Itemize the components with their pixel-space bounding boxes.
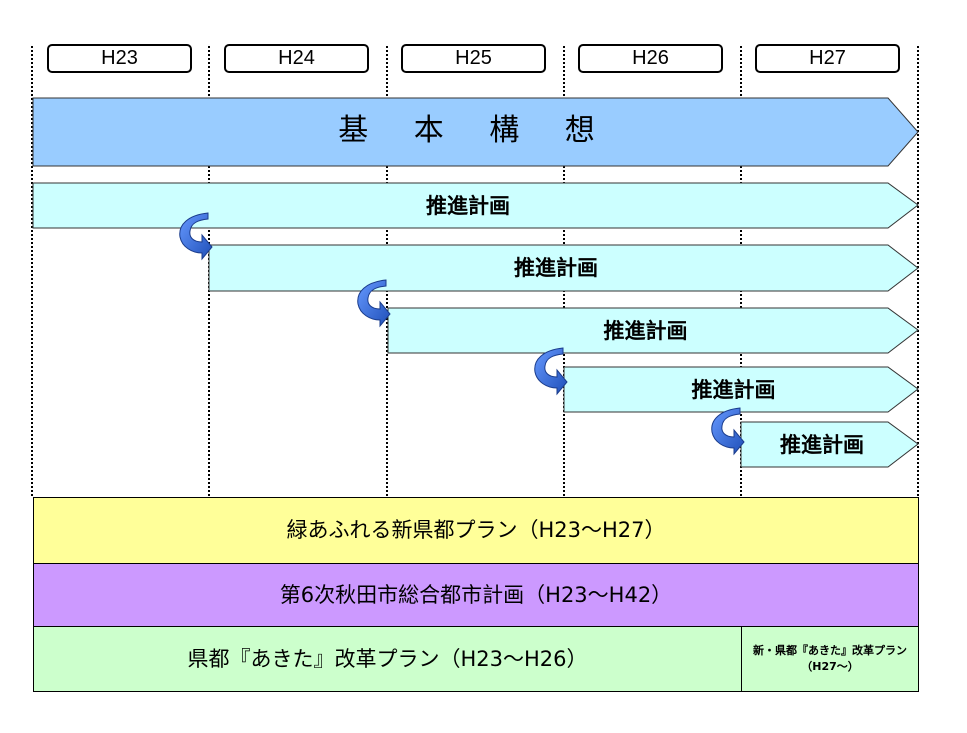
year-divider (917, 46, 919, 496)
comprehensive-plan-label: 第6次秋田市総合都市計画（H23〜H42） (279, 583, 673, 607)
basic-plan-arrow (32, 97, 919, 167)
green-city-plan-band: 緑あふれる新県都プラン（H23〜H27） (33, 497, 919, 564)
curved-arrow-4 (711, 407, 745, 456)
new-reform-plan-band: 新・県都『あきた』改革プラン （H27〜） (741, 626, 919, 692)
reform-plan-band: 県都『あきた』改革プラン（H23〜H26） (33, 626, 742, 692)
green-city-plan-label: 緑あふれる新県都プラン（H23〜H27） (286, 518, 666, 542)
reform-plan-label: 県都『あきた』改革プラン（H23〜H26） (187, 647, 588, 671)
comprehensive-plan-band: 第6次秋田市総合都市計画（H23〜H42） (33, 563, 919, 627)
curved-arrow-2 (357, 279, 391, 328)
promotion-plan-label-3: 推進計画 (603, 319, 688, 343)
year-header-h25: H25 (401, 44, 546, 73)
year-header-h23: H23 (47, 44, 192, 73)
year-header-h24: H24 (224, 44, 369, 73)
promotion-plan-arrow-4 (563, 366, 919, 413)
curved-arrow-3 (534, 347, 568, 396)
promotion-plan-label-2: 推進計画 (514, 256, 598, 280)
year-header-h26: H26 (578, 44, 723, 73)
promotion-plan-arrow-3 (387, 307, 919, 354)
year-divider (31, 46, 33, 496)
year-header-h27: H27 (755, 44, 900, 73)
promotion-plan-label-1: 推進計画 (426, 194, 510, 218)
basic-plan-label: 基 本 構 想 (338, 113, 613, 148)
promotion-plan-label-4: 推進計画 (691, 378, 776, 402)
curved-arrow-1 (179, 212, 213, 261)
promotion-plan-label-5: 推進計画 (780, 433, 864, 457)
promotion-plan-arrow-1 (32, 182, 919, 229)
new-reform-plan-label: 新・県都『あきた』改革プラン (753, 644, 907, 657)
new-reform-plan-period: （H27〜） (801, 660, 859, 673)
promotion-plan-arrow-5 (740, 421, 919, 468)
